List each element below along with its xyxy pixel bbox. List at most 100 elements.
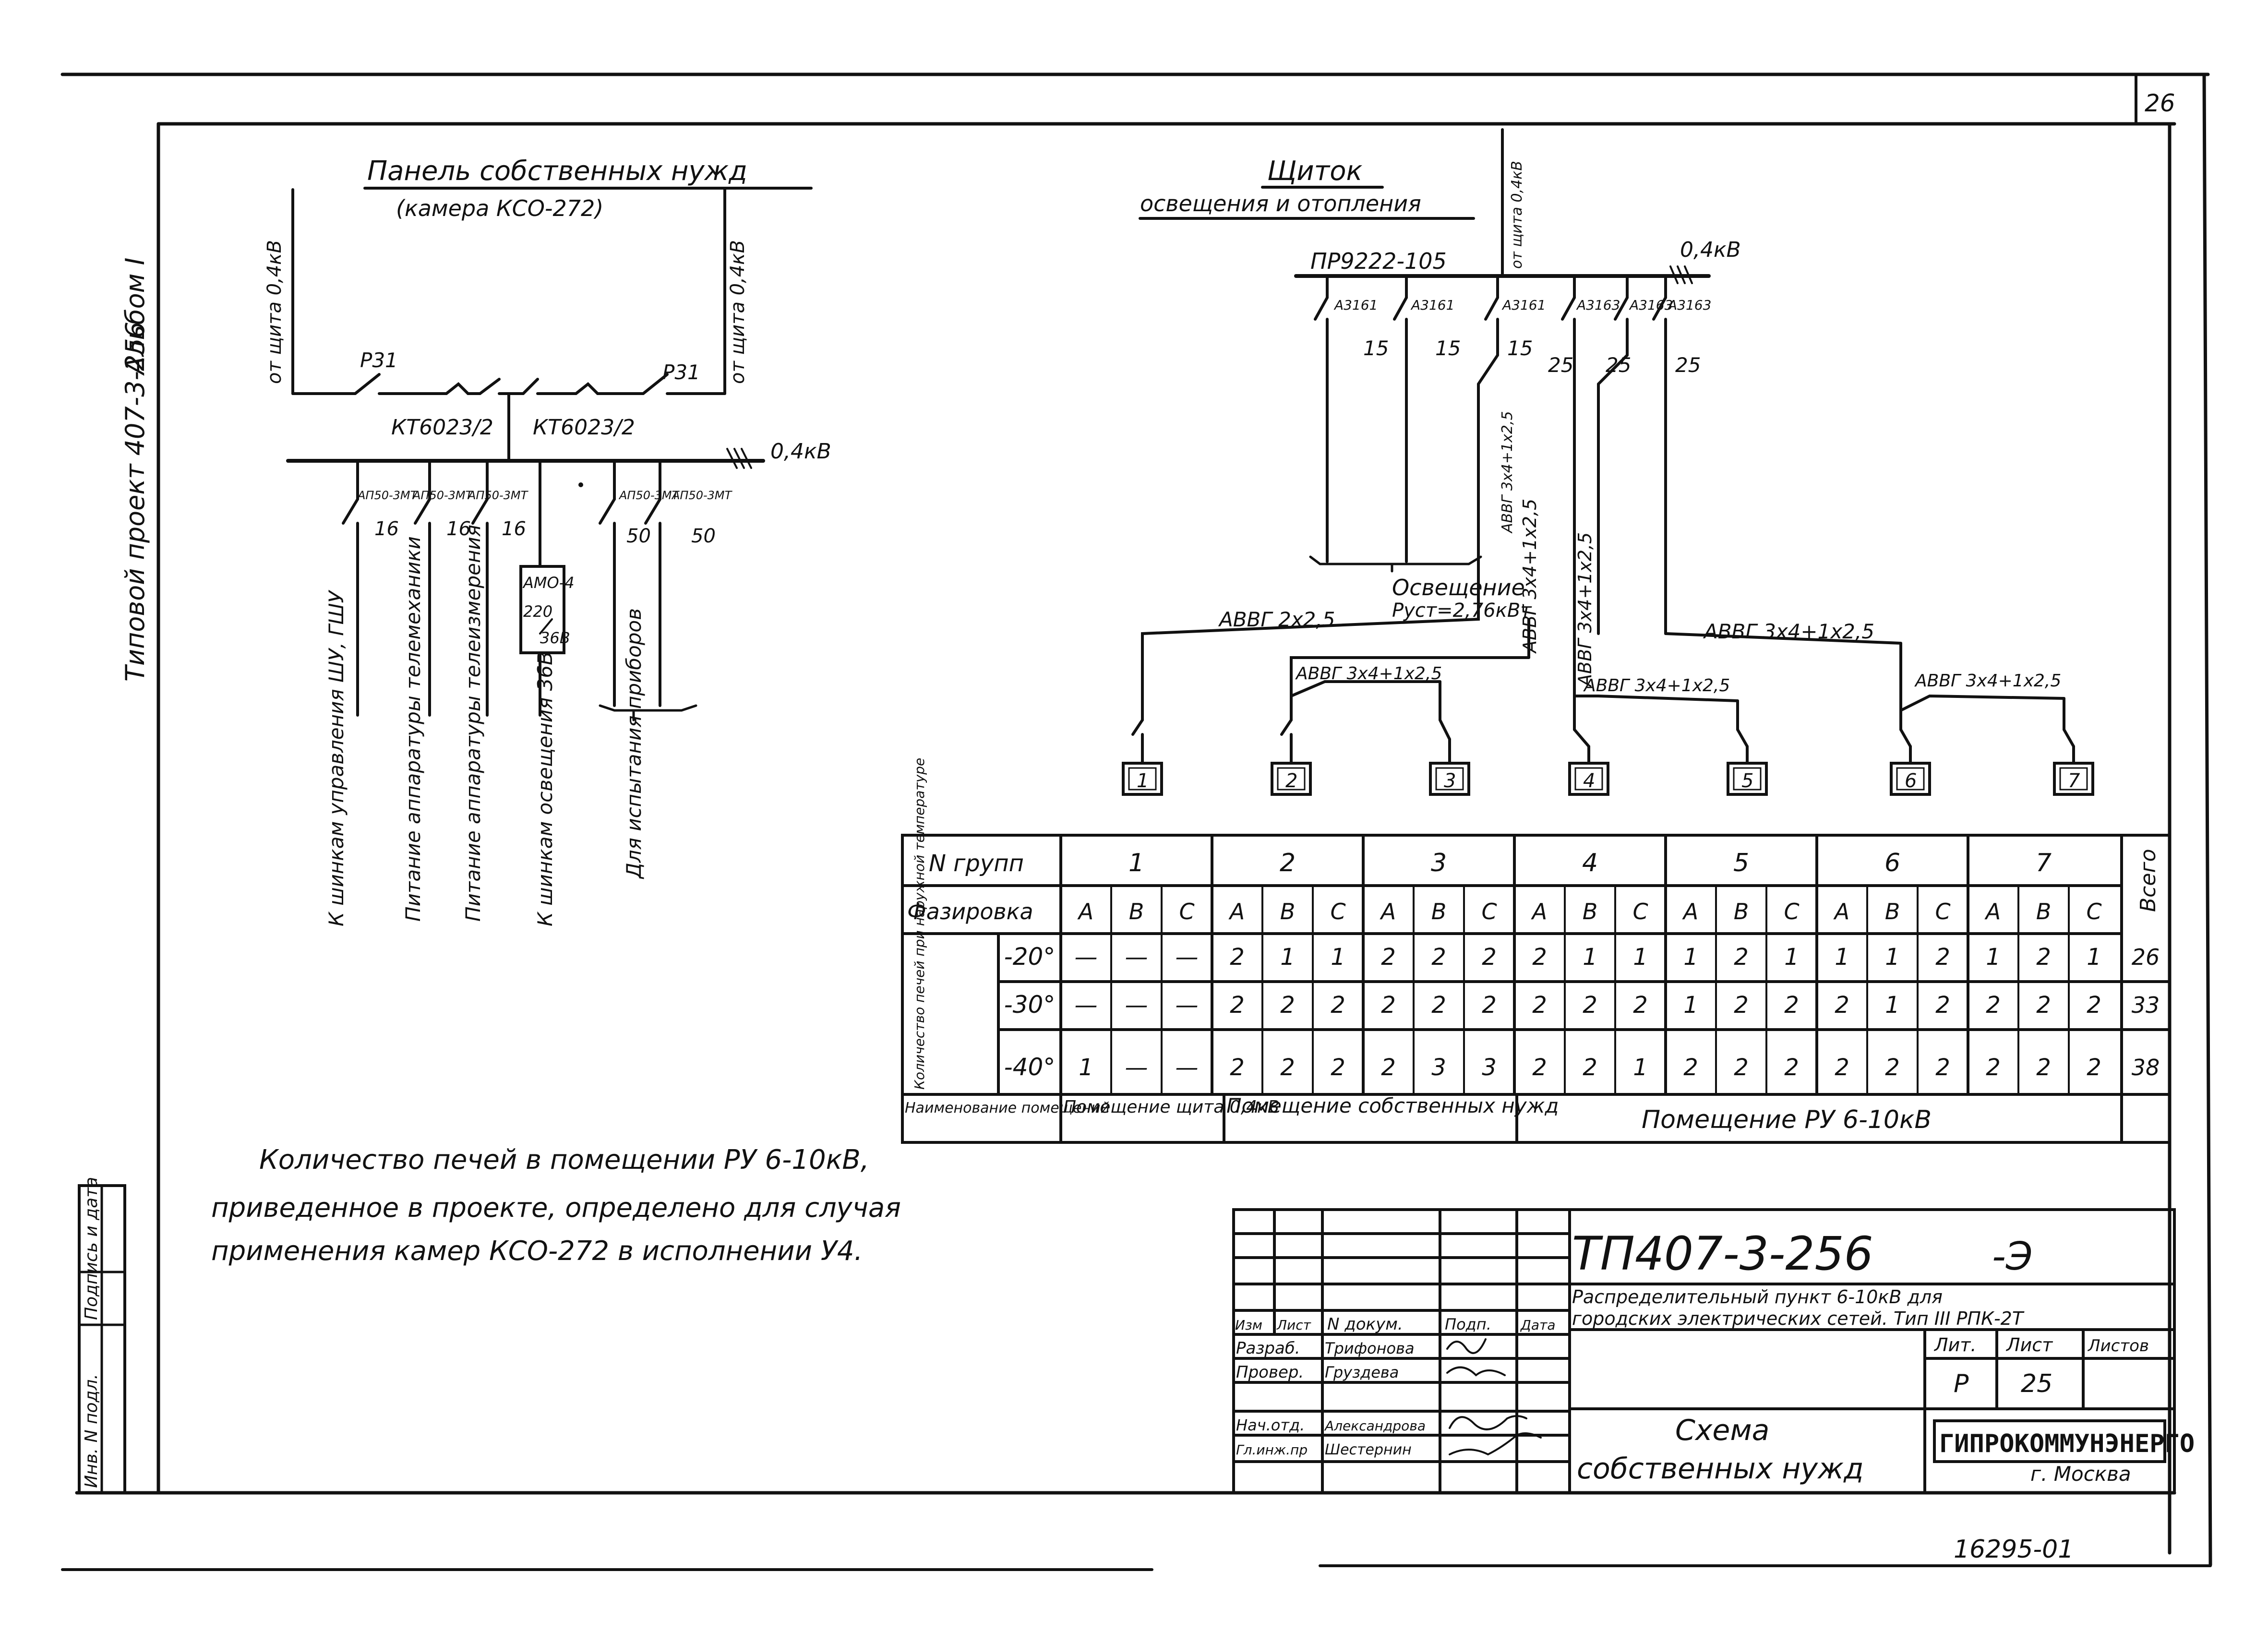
table-value: 1 <box>1835 944 1849 971</box>
table-value: 1 <box>2087 944 2101 971</box>
cable-vertical-3: АВВГ 3х4+1х2,5 <box>1499 411 1516 534</box>
table-phase-letter: А <box>1531 899 1547 924</box>
table-phase-letter: В <box>1280 899 1296 924</box>
shield-diagram: Щиток освещения и отопления от щита 0,4к… <box>1122 128 2094 796</box>
table-value: 2 <box>1381 944 1396 971</box>
sheets-header: Листов <box>2087 1336 2149 1356</box>
sheet-header: Лист <box>2005 1334 2053 1356</box>
table-value: — <box>1176 992 1199 1019</box>
table-phase-letter: В <box>1431 899 1447 924</box>
table-group-number: 6 <box>1884 849 1900 877</box>
stamp-signature-date: Подпись и дата <box>82 1177 101 1320</box>
name-dept-head: Александрова <box>1324 1418 1426 1434</box>
table-value: 2 <box>1431 992 1446 1019</box>
panel-breaker-3: АП50-3МТ <box>467 489 529 502</box>
panel-current-3: 16 <box>502 518 526 540</box>
table-phase-letter: С <box>1784 899 1799 924</box>
title-block <box>1232 1208 2176 1494</box>
table-value: 2 <box>1381 992 1396 1019</box>
table-temperature: -20° <box>1004 943 1056 971</box>
table-value: — <box>1075 944 1098 971</box>
table-phase-letter: В <box>1129 899 1144 924</box>
doc-description-2: городских электрических сетей. Тип III Р… <box>1572 1308 2025 1329</box>
table-group-number: 4 <box>1582 849 1598 877</box>
table-value: 2 <box>1583 992 1597 1019</box>
sheet-frame <box>60 72 2212 1571</box>
album-label: Альбом I <box>120 258 150 376</box>
panel-switch-left: Р31 <box>360 348 398 372</box>
table-total-header: Всего <box>2136 849 2160 912</box>
table-value: 2 <box>1230 944 1245 971</box>
table-group-number: 1 <box>1128 849 1144 877</box>
table-value: 2 <box>1381 1054 1396 1081</box>
stamp-inv-original: Инв. N подл. <box>82 1374 101 1488</box>
panel-load-3: Питание аппаратуры телеизмерения <box>461 525 485 922</box>
table-value: 2 <box>1986 992 2001 1019</box>
table-phase-letter: С <box>1179 899 1194 924</box>
role-dept-head: Нач.отд. <box>1236 1416 1305 1434</box>
table-phase-letter: В <box>2036 899 2052 924</box>
table-value: 2 <box>1734 944 1749 971</box>
table-value: 1 <box>1583 944 1597 971</box>
table-value: 2 <box>1482 944 1497 971</box>
project-label: Типовой проект 407-3-256 <box>120 322 150 682</box>
note-line-2: приведенное в проекте, определено для сл… <box>211 1192 901 1224</box>
table-total: 33 <box>2132 992 2160 1018</box>
table-phase-letter: В <box>1734 899 1749 924</box>
cable-long: АВВГ 3х4+1х2,5 <box>1703 620 1874 643</box>
transformer-type: АМО-4 <box>522 574 575 592</box>
cable-6-7: АВВГ 3х4+1х2,5 <box>1914 671 2061 691</box>
table-phase-letter: А <box>1228 899 1245 924</box>
table-room-1: Помещение щита 0,4кВ <box>1063 1097 1279 1117</box>
org-city: г. Москва <box>2030 1462 2131 1486</box>
shield-current-3: 15 <box>1507 336 1533 360</box>
table-value: 1 <box>1885 992 1900 1019</box>
panel-breaker-1: АП50-3МТ <box>357 489 419 502</box>
table-value: 2 <box>1583 1054 1597 1081</box>
panel-current-2: 16 <box>446 518 471 540</box>
sheet-value: 25 <box>2021 1369 2052 1398</box>
table-value: 1 <box>1079 1054 1093 1081</box>
stamp-column <box>78 1066 160 1494</box>
bottom-code: 16295-01 <box>1954 1535 2074 1564</box>
table-value: 2 <box>1431 944 1446 971</box>
col-header-date: Дата <box>1520 1317 1556 1333</box>
name-checker: Груздева <box>1325 1363 1399 1381</box>
drawing-title-1: Схема <box>1675 1414 1769 1447</box>
table-room-2: Помещение собственных нужд <box>1226 1094 1559 1117</box>
table-group-number: 7 <box>2036 849 2052 877</box>
cable-vertical-2: АВВГ 3х4+1х2,5 <box>1574 532 1596 688</box>
table-phase-letter: А <box>1984 899 2001 924</box>
cable-lighting: АВВГ 2х2,5 <box>1218 608 1335 631</box>
table-phase-header: Фазировка <box>907 899 1033 924</box>
role-developer: Разраб. <box>1236 1339 1300 1358</box>
table-value: 3 <box>1431 1054 1446 1081</box>
panel-current-1: 16 <box>374 518 399 540</box>
table-temperature: -30° <box>1004 991 1056 1019</box>
shield-breaker-4: А3163 <box>1576 297 1620 313</box>
role-checker: Провер. <box>1236 1363 1304 1382</box>
table-value: 2 <box>2036 944 2051 971</box>
shield-subtitle: освещения и отопления <box>1140 191 1421 216</box>
table-value: 2 <box>1835 1054 1849 1081</box>
panel-breaker-4: АП50-3МТ <box>618 489 680 502</box>
table-value: 1 <box>1986 944 2001 971</box>
table-value: 2 <box>1331 1054 1345 1081</box>
doc-suffix: -Э <box>1992 1234 2033 1279</box>
table-value: 2 <box>2036 1054 2051 1081</box>
lighting-label: Освещение <box>1392 575 1525 600</box>
table-room-3: Помещение РУ 6-10кВ <box>1642 1105 1932 1134</box>
shield-breaker-5: А3163 <box>1629 297 1673 313</box>
transformer-ratio-top: 220 <box>523 602 552 621</box>
col-header-doc: N докум. <box>1327 1315 1403 1334</box>
panel-current-5: 50 <box>691 525 716 547</box>
table-value: 3 <box>1482 1054 1497 1081</box>
panel-breaker-2: АП50-3МТ <box>412 489 474 502</box>
table-value: — <box>1125 992 1148 1019</box>
shield-current-2: 15 <box>1435 336 1461 360</box>
table-group-header: N групп <box>929 850 1024 877</box>
table-phase-letter: А <box>1833 899 1849 924</box>
table-phase-letter: А <box>1077 899 1093 924</box>
